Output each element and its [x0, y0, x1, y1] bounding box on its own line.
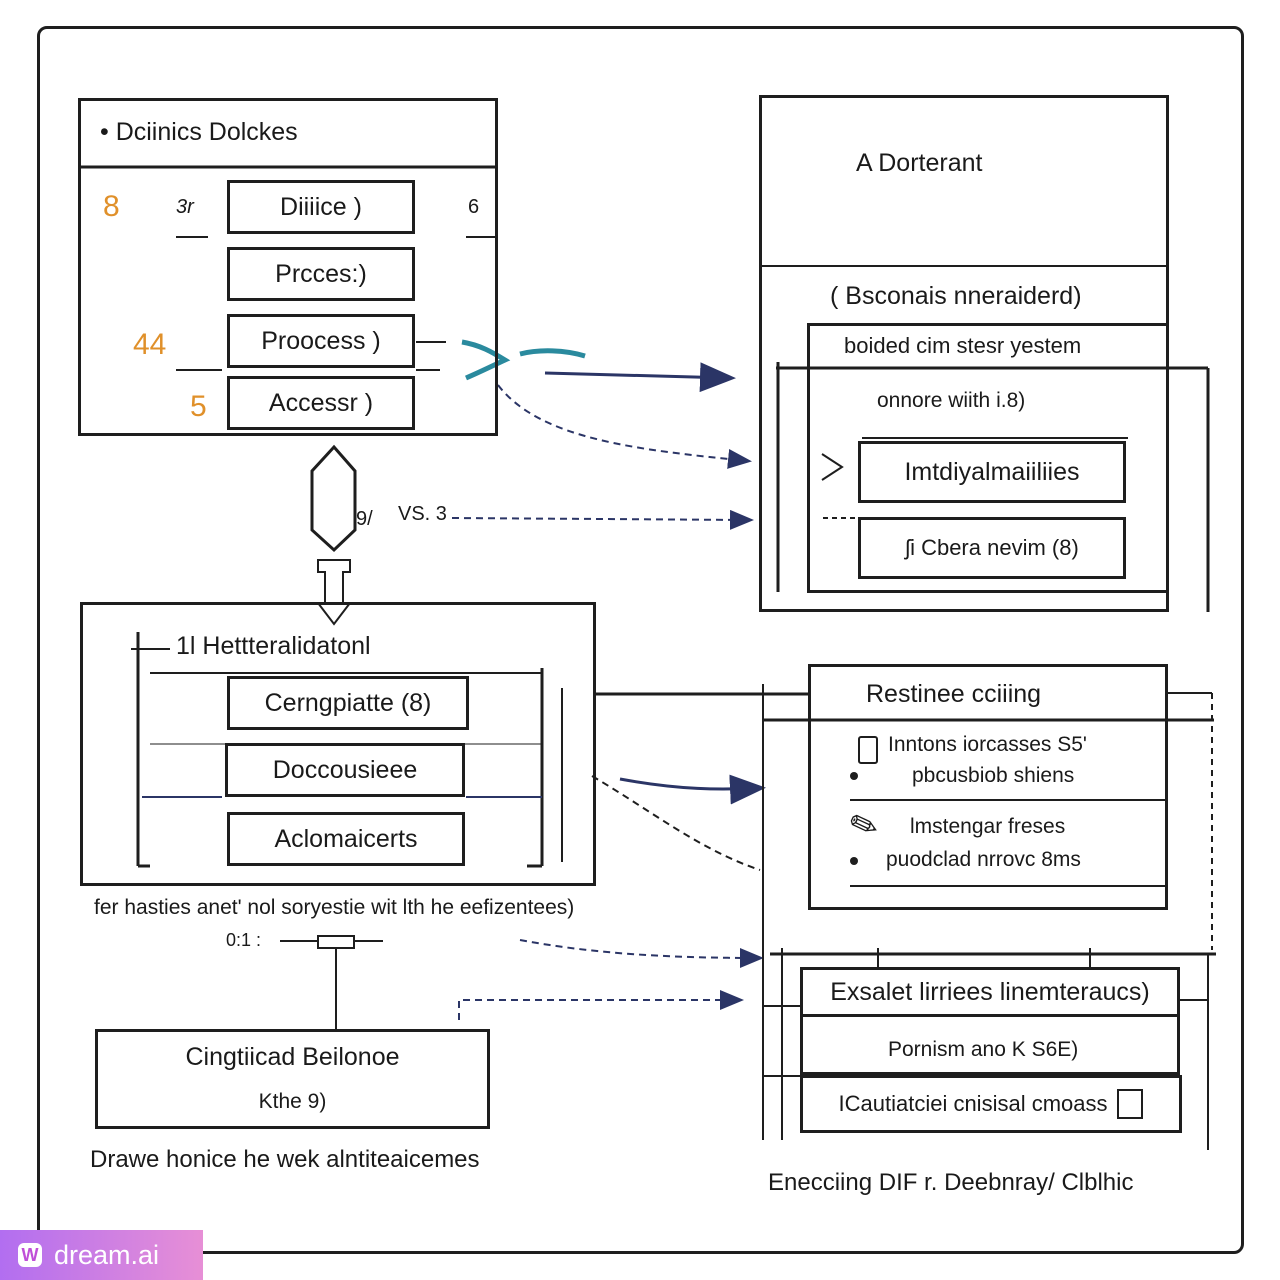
step-number: 44 [133, 328, 167, 361]
bullet-icon [850, 772, 858, 780]
top-left-panel [78, 98, 498, 436]
watermark-logo-icon: W [18, 1243, 42, 1267]
step-number: 5 [190, 390, 207, 423]
teal-connector-icon [461, 339, 511, 381]
middle-right-panel [808, 664, 1168, 910]
arrow-to-right-panel [544, 362, 736, 393]
item-box-4[interactable]: Accessr ) [227, 376, 415, 430]
middle-right-item-1a: Inntons iorcasses S5' [888, 733, 1087, 756]
double-arrow-icon [310, 444, 357, 553]
top-right-line-2: onnore wiith i.8) [877, 389, 1026, 412]
watermark-badge: W dream.ai [0, 1230, 203, 1280]
down-arrow-icon [315, 559, 353, 626]
bottom-left-panel [95, 1029, 490, 1129]
dashed-arrow-vs [451, 509, 754, 530]
middle-left-caption: fer hasties anet' nol soryestie wit lth … [94, 896, 575, 919]
middle-left-title: 1l Hettteralidatonl [176, 632, 371, 660]
vs-mark: 9/ [356, 508, 373, 530]
bottom-right-caption: Enecciing DIF r. Deebnray/ Clblhic [768, 1169, 1134, 1196]
item-box-3[interactable]: Proocess ) [227, 314, 415, 368]
top-right-divider [759, 265, 1169, 267]
top-right-box-2[interactable]: ʃi Cbera nevim (8) [858, 517, 1126, 579]
middle-right-item-2b: puodclad nrrovc 8ms [886, 848, 1081, 871]
right-chevron-icon [821, 453, 844, 481]
watermark-text: dream.ai [54, 1239, 160, 1270]
item-box-2[interactable]: Prcces:) [227, 247, 415, 301]
middle-right-item-1b: pbcusbiob shiens [912, 764, 1075, 787]
bottom-right-section [800, 1017, 1180, 1075]
small-connector-label: 0:1 : [226, 930, 262, 950]
top-right-title: A Dorterant [856, 149, 983, 177]
cup-icon [858, 736, 878, 764]
top-right-inner-panel [807, 323, 1169, 593]
diagram-frame [37, 26, 1244, 1254]
bottom-left-subtitle: Kthe 9) [258, 1090, 327, 1113]
side-mark: 6 [468, 196, 480, 218]
item-box-1[interactable]: Diiiice ) [227, 180, 415, 234]
top-left-title: • Dciinics Dolckes [100, 118, 298, 146]
step-number: 8 [103, 190, 120, 223]
dashed-arrow-1 [497, 384, 752, 469]
middle-item-box-3[interactable]: Aclomaicerts [227, 812, 465, 866]
middle-right-item-2a: lmstengar freses [910, 815, 1066, 838]
top-right-box-1[interactable]: Imtdiyalmaiiliies [858, 441, 1126, 503]
middle-item-box-1[interactable]: Cerngpiatte (8) [227, 676, 469, 730]
bullet-icon [850, 857, 858, 865]
vs-label: VS. 3 [398, 503, 447, 525]
top-right-line-1: boided cim stesr yestem [844, 333, 1082, 358]
middle-item-box-2[interactable]: Doccousieee [225, 743, 465, 797]
document-icon [1117, 1089, 1144, 1119]
middle-left-panel [80, 602, 596, 886]
middle-right-title: Restinee cciiing [866, 680, 1042, 708]
bottom-left-title: Cingtiicad Beilonoe [185, 1043, 400, 1071]
bottom-right-box-3[interactable]: ICautiatciei cnisisal cmoass [800, 1075, 1182, 1133]
bottom-right-box-2: Pornism ano K S6E) [888, 1038, 1079, 1061]
bottom-left-caption: Drawe honice he wek alntiteaicemes [90, 1146, 480, 1173]
top-right-subtitle: ( Bsconais nneraiderd) [830, 282, 1082, 310]
side-mark: 3r [176, 196, 194, 218]
bottom-right-box-1[interactable]: Exsalet lirriees linemteraucs) [800, 967, 1180, 1017]
